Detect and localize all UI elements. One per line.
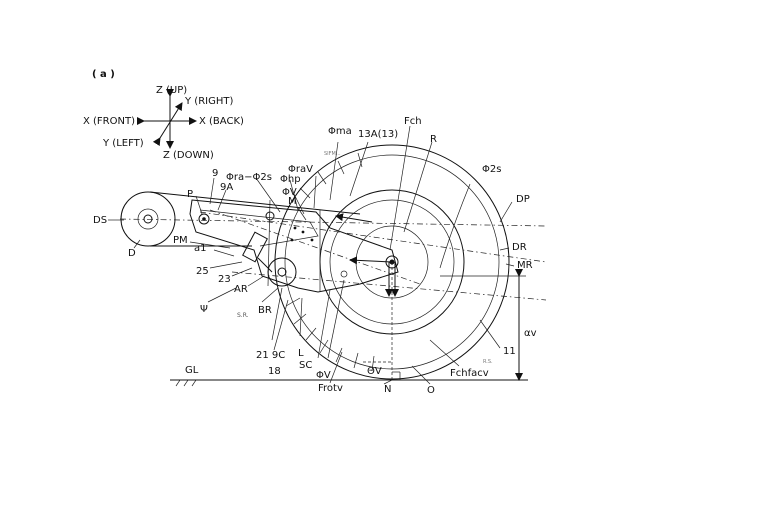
label-phi-ra-phi-2s: Φra−Φ2s (226, 172, 272, 183)
label-small-note-ma: SIFM... (324, 151, 341, 157)
label-frotv: Frotv (318, 383, 343, 394)
force-arrows (336, 216, 395, 296)
panel-label: ( a ) (92, 69, 115, 80)
label-fchfacv: Fchfacv (450, 368, 489, 379)
label-n: N (384, 384, 391, 395)
label-d: D (128, 248, 136, 259)
label-ref-18: 18 (268, 366, 281, 377)
label-fch: Fch (404, 116, 422, 127)
axis-label-x-front: X (FRONT) (83, 116, 135, 127)
label-ref-25: 25 (196, 266, 209, 277)
label-p: P (187, 189, 193, 200)
label-ref-23: 23 (218, 274, 231, 285)
label-dp: DP (516, 194, 530, 205)
label-phi-v-lower: ΦV (316, 370, 331, 381)
phi-2s-angle (440, 184, 470, 268)
label-mr: MR (517, 260, 533, 271)
axis-label-z-up: Z (UP) (156, 85, 187, 96)
label-sc: SC (299, 360, 312, 371)
label-phi-ma: Φma (328, 126, 352, 137)
label-ref-11: 11 (503, 346, 516, 357)
label-ref-13a-13: 13A(13) (358, 129, 398, 140)
label-gl: GL (185, 365, 199, 376)
label-r: R (430, 134, 437, 145)
label-small-note-rs: R.S. (483, 359, 493, 365)
axis-label-x-back: X (BACK) (199, 116, 244, 127)
axis-label-y-left: Y (LEFT) (102, 138, 144, 149)
label-ref-9a: 9A (220, 182, 233, 193)
label-theta-v: ΘV (367, 366, 382, 377)
label-ds: DS (93, 215, 107, 226)
axis-label-z-down: Z (DOWN) (163, 150, 214, 161)
label-sr: S.R. (237, 312, 249, 319)
label-l: L (298, 348, 304, 359)
label-dr: DR (512, 242, 527, 253)
label-ar: AR (234, 284, 248, 295)
label-a1: a1 (194, 243, 207, 254)
ground-line (170, 380, 528, 386)
actuator-cylinder (243, 232, 272, 272)
label-phi-hp: Φhp (280, 174, 301, 185)
label-o: O (427, 385, 435, 396)
label-ref-21-9c: 21 9C (256, 350, 285, 361)
label-ref-9: 9 (212, 168, 218, 179)
axis-label-y-right: Y (RIGHT) (184, 96, 233, 107)
diagram-labels: 9 9A P DS D PM a1 25 23 AR Ψ S.R. BR 21 … (93, 116, 537, 396)
label-m: M (288, 196, 297, 207)
label-br: BR (258, 305, 272, 316)
label-alpha-v: αv (524, 328, 537, 339)
coordinate-axes: Z (UP) Y (RIGHT) X (FRONT) X (BACK) Y (L… (83, 85, 244, 161)
label-psi: Ψ (200, 304, 208, 315)
label-phi-rav: ΦraV (288, 164, 313, 175)
label-phi-2s: Φ2s (482, 164, 501, 175)
label-pm: PM (173, 235, 188, 246)
